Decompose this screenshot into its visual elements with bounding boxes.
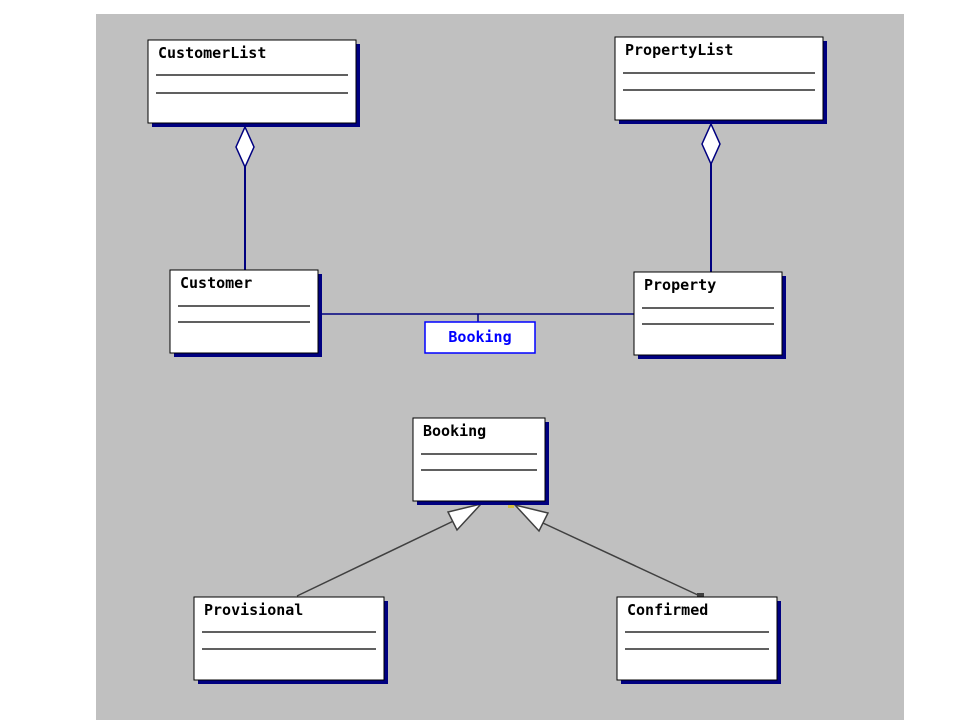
class-box <box>616 596 778 681</box>
aggregation-customerlist-customer[interactable] <box>235 125 255 272</box>
class-name: Customer <box>180 274 252 292</box>
class-box <box>169 269 319 354</box>
class-property[interactable]: Property <box>633 271 786 359</box>
class-name: CustomerList <box>158 44 266 62</box>
selection-handle[interactable] <box>697 593 704 598</box>
class-propertylist[interactable]: PropertyList <box>614 36 827 124</box>
class-booking[interactable]: Booking <box>412 417 549 505</box>
aggregation-propertylist-property[interactable] <box>701 122 721 274</box>
class-provisional[interactable]: Provisional <box>193 596 388 684</box>
class-customer[interactable]: Customer <box>169 269 322 357</box>
class-name: PropertyList <box>625 41 733 59</box>
association-class-booking-label[interactable]: Booking <box>424 321 536 354</box>
class-box <box>193 596 385 681</box>
class-box <box>614 36 824 121</box>
association-customer-property[interactable] <box>320 313 636 322</box>
selection-handle[interactable] <box>508 503 514 508</box>
class-name: Booking <box>423 422 486 440</box>
generalization-provisional-booking[interactable] <box>296 502 484 597</box>
class-box <box>633 271 783 356</box>
association-class-booking-text: Booking <box>448 328 511 346</box>
class-name: Provisional <box>204 601 303 619</box>
class-customerlist[interactable]: CustomerList <box>147 39 360 127</box>
class-confirmed[interactable]: Confirmed <box>616 596 781 684</box>
generalization-confirmed-booking[interactable] <box>508 503 704 598</box>
class-box <box>412 417 546 502</box>
class-name: Property <box>644 276 716 294</box>
class-box <box>147 39 357 124</box>
class-name: Confirmed <box>627 601 708 619</box>
